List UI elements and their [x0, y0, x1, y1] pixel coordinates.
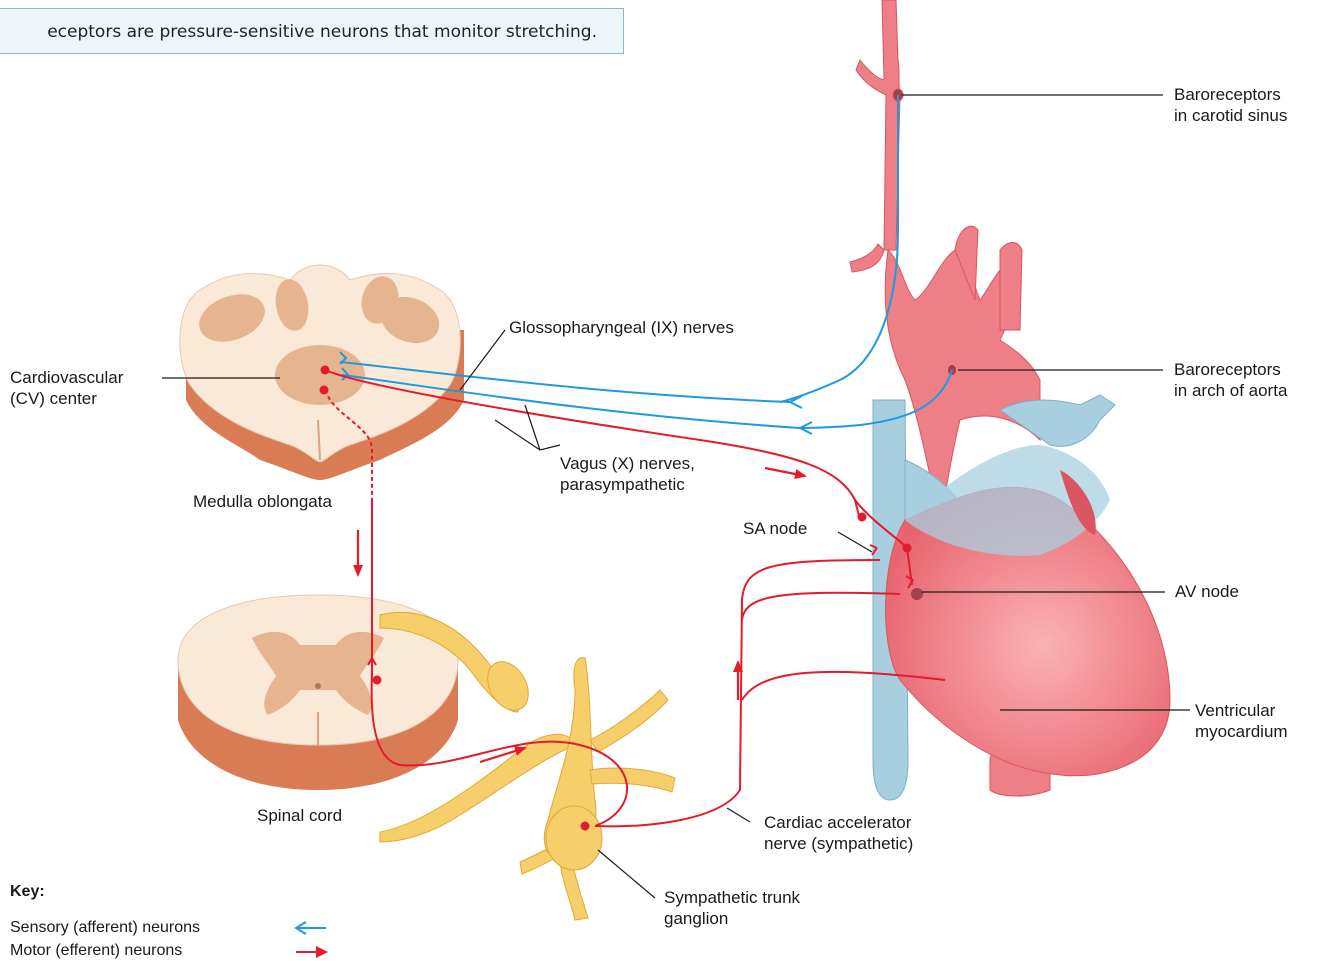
key-sensory-label: Sensory (afferent) neurons — [10, 917, 200, 938]
key-arrows — [296, 922, 328, 958]
label-cv-center: Cardiovascular(CV) center — [10, 367, 123, 409]
carotid-artery — [850, 0, 903, 272]
label-av-node: AV node — [1175, 581, 1239, 602]
heart — [873, 226, 1170, 800]
label-sa-node: SA node — [743, 518, 807, 539]
label-glossopharyngeal: Glossopharyngeal (IX) nerves — [509, 317, 734, 338]
label-spinal-cord: Spinal cord — [257, 805, 342, 826]
key-title: Key: — [10, 883, 45, 901]
key-motor-label: Motor (efferent) neurons — [10, 940, 182, 961]
label-vagus: Vagus (X) nerves,parasympathetic — [560, 453, 695, 495]
label-medulla: Medulla oblongata — [193, 491, 332, 512]
